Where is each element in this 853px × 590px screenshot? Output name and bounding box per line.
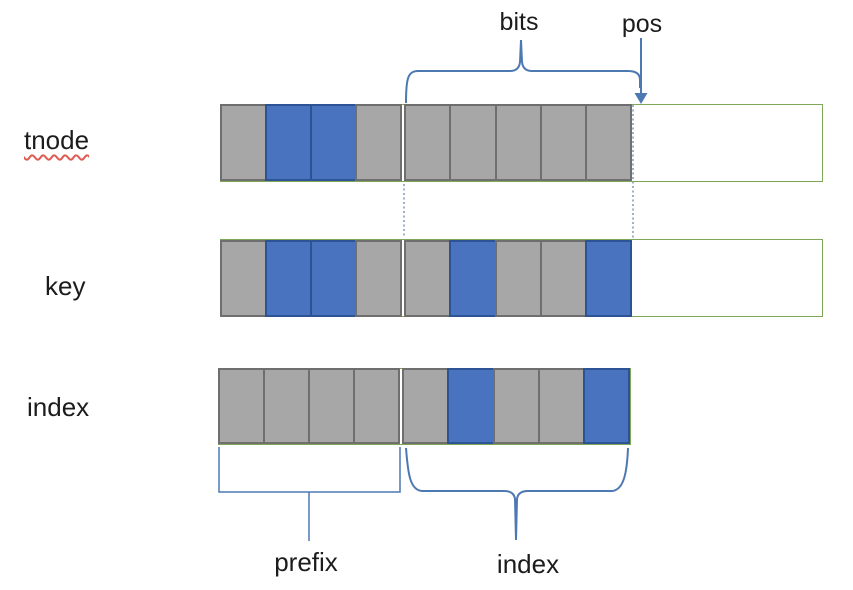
index-cell-5-gray [402, 368, 450, 444]
index-cell-8-gray [537, 368, 585, 444]
key-cell-8-gray [539, 239, 587, 317]
prefix-bracket [218, 447, 401, 493]
label-index-text: index [27, 392, 90, 422]
key-cells [220, 239, 632, 317]
index-cell-9-blue [582, 368, 630, 444]
key-cell-1-gray [220, 239, 268, 317]
bits-bracket [405, 39, 641, 104]
index-row [217, 367, 631, 445]
index-brace [405, 447, 629, 541]
key-cell-7-gray [494, 239, 542, 317]
label-tnode: tnode [24, 126, 89, 155]
pos-arrowhead [634, 93, 648, 104]
key-row [219, 239, 823, 317]
index-cell-7-gray [492, 368, 540, 444]
tnode-cell-9-gray [584, 104, 632, 181]
index-cell-4-gray [353, 368, 401, 444]
key-cell-4-gray [355, 239, 403, 317]
tnode-cell-3-blue [310, 104, 358, 181]
label-index: index [27, 393, 89, 422]
label-index-bottom: index [496, 549, 560, 579]
tnode-cells [220, 104, 632, 181]
label-bits: bits [499, 8, 539, 36]
label-pos: pos [621, 10, 663, 38]
tnode-cell-2-blue [265, 104, 313, 181]
key-cell-5-gray [404, 239, 452, 317]
tnode-cell-4-gray [355, 104, 403, 181]
tnode-cell-8-gray [539, 104, 587, 181]
index-cell-1-gray [218, 368, 266, 444]
key-cell-6-blue [449, 239, 497, 317]
index-cell-3-gray [308, 368, 356, 444]
tnode-row [219, 103, 823, 182]
label-key: key [45, 272, 85, 301]
key-cell-9-blue [584, 239, 632, 317]
key-cell-2-blue [265, 239, 313, 317]
tnode-cell-7-gray [494, 104, 542, 181]
index-cell-2-gray [263, 368, 311, 444]
label-tnode-text: tnode [24, 125, 90, 155]
tnode-cell-6-gray [449, 104, 497, 181]
index-cell-6-blue [447, 368, 495, 444]
key-cell-3-blue [310, 239, 358, 317]
label-prefix: prefix [274, 547, 338, 577]
tnode-cell-5-gray [404, 104, 452, 181]
index-cells [218, 368, 630, 444]
label-key-text: key [45, 271, 86, 301]
tnode-cell-1-gray [220, 104, 268, 181]
